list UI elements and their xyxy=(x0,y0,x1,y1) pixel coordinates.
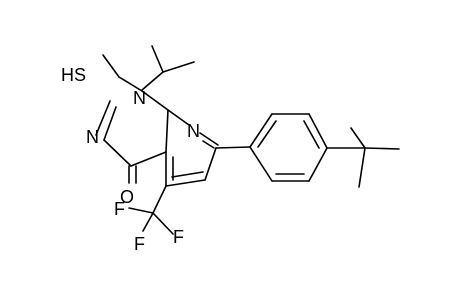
bond-ar3-ar4 xyxy=(308,113,328,149)
bond-cf3-f-bottom xyxy=(142,212,154,232)
bond-c6-c5 xyxy=(165,179,206,187)
atom-label-f-left: F xyxy=(114,199,125,219)
bond-ch-me2 xyxy=(162,61,195,73)
bond-c2-n1 xyxy=(118,76,143,92)
bond-c4-n3 xyxy=(103,139,132,167)
bond-n1-c8a xyxy=(141,90,169,111)
bond-c7-aryl xyxy=(215,146,251,149)
atom-label-f-bottom: F xyxy=(134,234,145,254)
bond-n3-c2-double xyxy=(95,100,111,136)
bond-n1-ch xyxy=(141,71,164,91)
bond-ar6-ar1 xyxy=(249,146,273,182)
atom-label-o: O xyxy=(120,187,134,207)
bond-c4a-c4 xyxy=(130,151,167,167)
bond-cq-me-bottom xyxy=(358,147,366,188)
atom-label-n8: N xyxy=(187,121,200,141)
bond-ar1-ar2-inner xyxy=(257,120,277,148)
bond-cf3-f-left xyxy=(128,207,154,214)
atom-label-f-right: F xyxy=(173,227,184,247)
bond-ar1-ar2 xyxy=(249,113,273,148)
atom-label-sh: HS xyxy=(61,65,86,85)
bond-c2-s xyxy=(102,54,120,78)
bond-n8-c7-double xyxy=(202,140,215,149)
atom-label-n3: N xyxy=(86,127,99,147)
bond-c6-c5-double xyxy=(171,171,204,178)
bond-cq-me-top xyxy=(350,127,366,149)
bond-c5-cf3 xyxy=(152,185,167,214)
bond-c8a-n8 xyxy=(167,109,190,126)
bond-cq-me-right xyxy=(364,147,400,150)
bond-ch-me1 xyxy=(151,45,164,73)
bond-ar3-ar4-inner xyxy=(303,120,320,149)
atom-label-n1: N xyxy=(133,88,146,108)
bond-n3-c2 xyxy=(103,106,117,141)
bond-c7-c6 xyxy=(204,147,217,181)
bond-ar4-ar5 xyxy=(308,147,328,182)
bond-c8a-c4a xyxy=(165,109,169,153)
bond-n8-c7 xyxy=(199,132,219,146)
bond-cf3-f-right xyxy=(152,212,174,235)
